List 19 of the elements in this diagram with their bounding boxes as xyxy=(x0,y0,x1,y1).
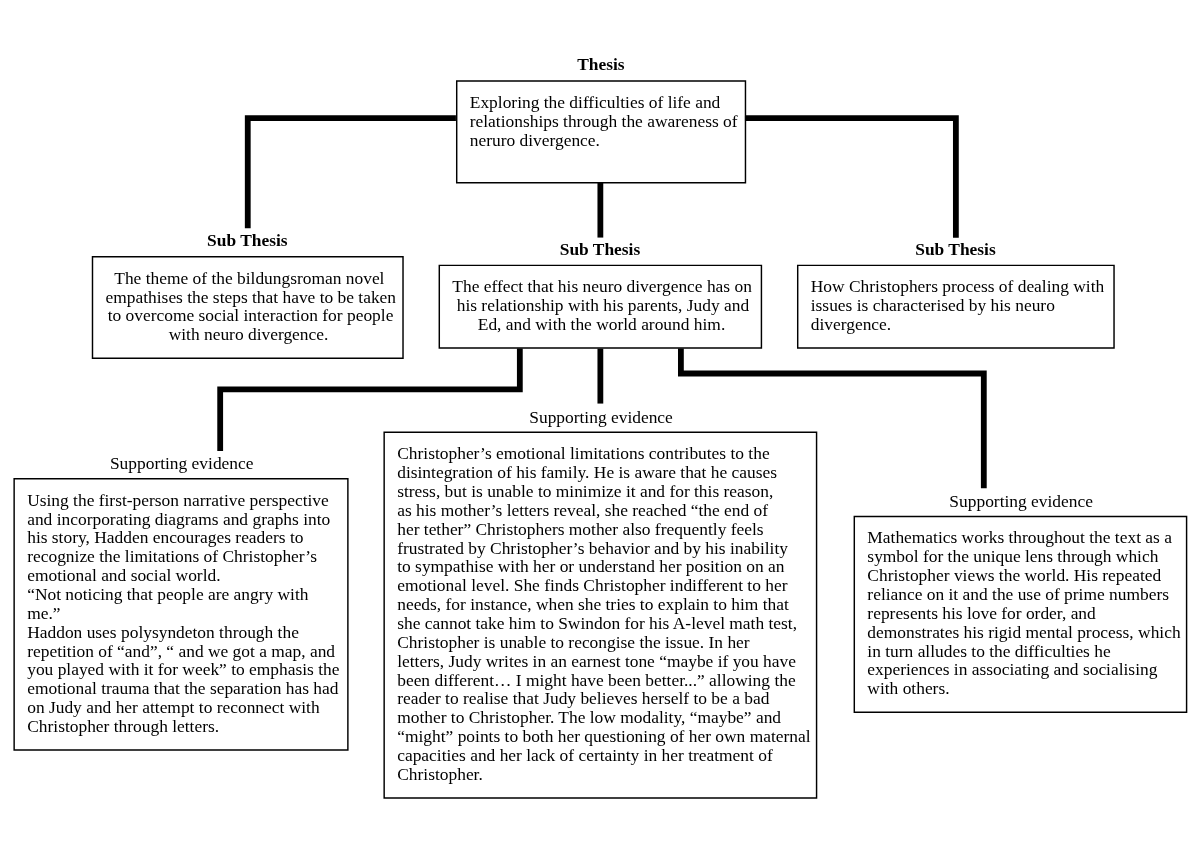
node-box: Christopher’s emotional limitations contributes to the disintegration of his family. He is aware that he causes stress, but is unable to minimize it and for this reason, as his mother’s letters reveal, she reached “the end of her tether” Christophers mother also frequently feels frustrated by Christopher’s behavior and by his inability to sympathise with her or understand her position on an emotional level. She finds Christopher indifferent to her needs, for instance, when she tries to explain to him that she cannot take him to Swindon for his A-level math test, Christopher is unable to recongise the issue. In her letters, Judy writes in an earnest tone “maybe if you have been different… I might have been better...” allowing the reader to realise that Judy believes herself to be a bad mother to Christopher. The low modality, “maybe” and “might” points to both her questioning of her own maternal capacities and her lack of certainty in her treatment of Christopher. xyxy=(383,431,818,799)
node-label: Sub Thesis xyxy=(207,229,288,250)
node-label: Supporting evidence xyxy=(949,490,1093,511)
node-label: Supporting evidence xyxy=(109,452,254,473)
node-box: The theme of the bildungsroman novel empathises the steps that have to be taken to overcome social interaction for people with neuro divergence. xyxy=(91,255,404,359)
node-box: Exploring the difficulties of life and relationships through the awareness of neruro divergence. xyxy=(456,79,747,183)
connector xyxy=(597,348,604,404)
connector xyxy=(744,114,959,238)
connector xyxy=(244,114,456,228)
connector xyxy=(597,181,604,238)
node-box: Using the first-person narrative perspective and incorporating diagrams and graphs into his story, Hadden encourages readers to recognize the limitations of Christopher’s emotional and social world. “Not noticing that people are angry with me.” Haddon uses polysyndeton through the repetition of “and”, “ and we got a map, and you played with it for week” to emphasis the emotional trauma that the separation has had on Judy and her attempt to reconnect with Christopher through letters. xyxy=(13,477,349,751)
node-box: The effect that his neuro divergence has on his relationship with his parents, Judy and Ed, and with the world around him. xyxy=(438,264,763,349)
node-label: Sub Thesis xyxy=(915,238,996,259)
node-box: How Christophers process of dealing with issues is characterised by his neuro divergence. xyxy=(797,264,1115,349)
node-label: Sub Thesis xyxy=(559,238,641,259)
node-label: Thesis xyxy=(577,53,625,74)
node-box: Mathematics works throughout the text as a symbol for the unique lens through which Christopher views the world. His repeated reliance on it and the use of prime numbers represents his love for order, and demonstrates his rigid mental process, which in turn alludes to the difficulties he experiences in associating and socialising with others. xyxy=(853,515,1188,713)
connector xyxy=(217,348,523,451)
node-label: Supporting evidence xyxy=(529,406,673,427)
